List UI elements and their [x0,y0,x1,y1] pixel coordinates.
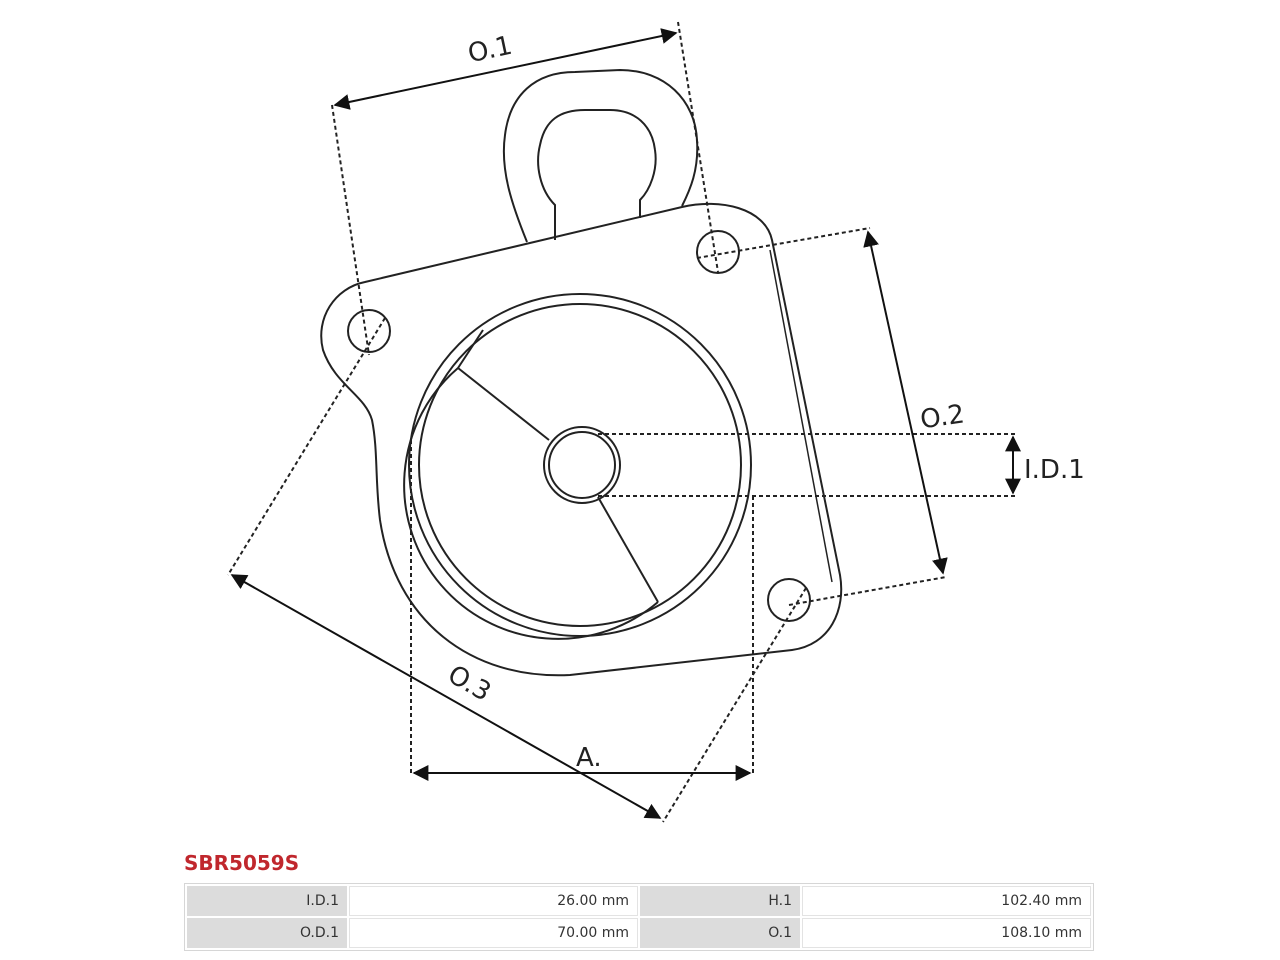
mounting-hole-left [347,309,391,353]
dimension-arrows [230,28,1021,819]
flange-outline [320,202,843,677]
dimension-o2-arrow [863,230,948,575]
table-row: I.D.1 26.00 mm H.1 102.40 mm [187,886,1091,916]
spec-table: I.D.1 26.00 mm H.1 102.40 mm O.D.1 70.00… [184,883,1094,951]
dimension-o1-arrow [333,28,678,110]
table-row: O.D.1 70.00 mm O.1 108.10 mm [187,918,1091,948]
label-o2: O.2 [918,399,966,435]
center-hub [543,426,621,504]
technical-drawing: O.1 O.2 I.D.1 O.3 A. [227,21,1085,823]
spec-value: 108.10 mm [802,918,1091,948]
spec-key: O.D.1 [187,918,347,948]
mounting-hole-bottom-right [767,578,811,622]
spec-key: H.1 [640,886,800,916]
spec-key: O.1 [640,918,800,948]
label-o3: O.3 [442,660,495,708]
mounting-hole-top-right [696,230,740,274]
spec-value: 70.00 mm [349,918,638,948]
main-bore [403,293,752,640]
label-o1: O.1 [465,31,514,70]
flange-inner-edge [769,249,833,583]
part-code: SBR5059S [184,851,300,875]
terminal-loop [502,68,699,243]
dimension-o3-arrow [230,574,662,819]
label-id1: I.D.1 [1024,455,1085,485]
label-a: A. [576,743,602,773]
spec-value: 26.00 mm [349,886,638,916]
spec-key: I.D.1 [187,886,347,916]
spec-value: 102.40 mm [802,886,1091,916]
extension-lines [227,21,1015,823]
